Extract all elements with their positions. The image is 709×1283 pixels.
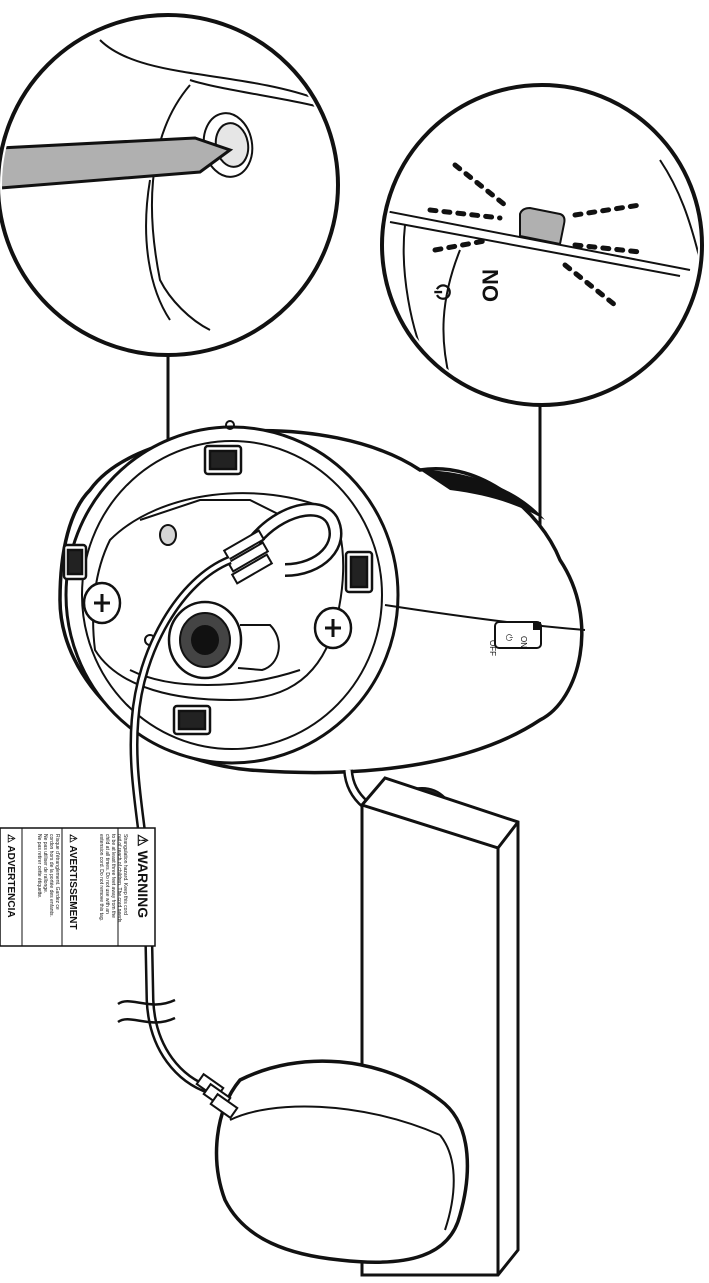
switch-on-label: ON	[519, 636, 528, 648]
zoom-power-symbol-label: ⏻	[433, 284, 455, 300]
screwdriver-icon	[2, 136, 234, 190]
screw-left-icon	[82, 581, 122, 625]
zoom-on-label: ON	[478, 269, 503, 302]
advertencia-title: ⚠ ADVERTENCIA	[5, 834, 16, 918]
warning-line-1: Strangulation hazard. Keep this cord	[122, 834, 128, 915]
switch-slider	[519, 206, 566, 246]
avertissement-line-4: Ne pas retirer cette étiquette.	[36, 834, 42, 898]
avertissement-line-1: Risque d'étranglement. Gardez ce	[54, 834, 60, 910]
avertissement-line-3: Ne pas utiliser de rallonge.	[42, 834, 48, 893]
zoom-circle-power-switch: ⏻ ON	[380, 83, 704, 407]
power-cord	[117, 555, 232, 1095]
warning-title: ⚠ WARNING	[135, 834, 151, 918]
zoom-circle-screw-hole	[0, 13, 340, 357]
switch-power-symbol: ⏻	[504, 634, 514, 641]
power-adapter	[195, 1059, 470, 1264]
warning-line-4: child at all times. Do not use with an	[104, 834, 110, 914]
warning-line-2: out of reach of children. The cord needs	[116, 834, 122, 923]
switch-off-label: OFF	[488, 640, 497, 656]
cable-plug	[222, 502, 343, 585]
warning-line-5: extension cord. Do not remove this tag.	[98, 834, 104, 921]
activity-dashes	[427, 162, 643, 308]
power-switch: OFF ⏻ ON	[488, 621, 542, 656]
mounting-slots	[62, 444, 374, 736]
screw-right-icon	[313, 606, 353, 650]
warning-tag: ⚠ WARNING Strangulation hazard. Keep thi…	[0, 827, 156, 947]
screw-hole	[159, 524, 177, 546]
avertissement-title: ⚠ AVERTISSEMENT	[67, 834, 78, 930]
tripod-mount	[167, 600, 280, 680]
avertissement-line-2: cordon hors de la portée des enfants.	[48, 834, 54, 917]
warning-line-3: to be at least three feet away from the	[110, 834, 116, 918]
